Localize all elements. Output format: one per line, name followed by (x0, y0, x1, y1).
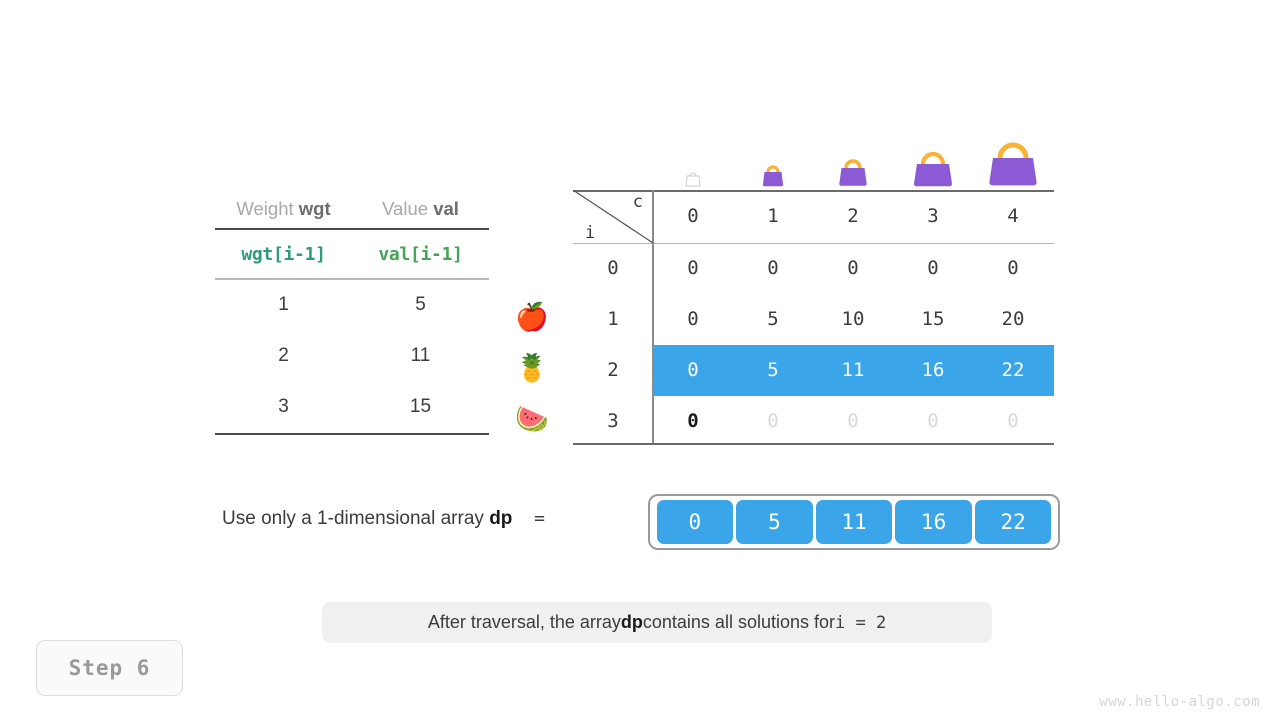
dp-col-axis-label: c (632, 192, 643, 212)
dp-corner-cell: c i (573, 190, 653, 243)
diagonal-line-icon (573, 190, 653, 243)
dp-cell-3-4: 0 (1007, 410, 1019, 432)
dp-cell-2-2: 11 (841, 359, 865, 381)
dp-cell-2-4: 22 (1001, 359, 1025, 381)
dp-cell-3-2: 0 (847, 410, 859, 432)
items-table-rule-top (215, 228, 489, 230)
step-badge: Step 6 (36, 640, 183, 696)
dp-cell-1-1: 5 (767, 308, 779, 330)
item-weight-2: 2 (278, 345, 289, 366)
dp-cell-1-0: 0 (687, 308, 699, 330)
bag-size-4-icon (973, 136, 1053, 188)
items-table: Weight wgt Value val wgt[i-1] val[i-1] 1… (215, 190, 489, 435)
dp-row-label-3: 3 (607, 410, 619, 432)
dp-array-cell-3: 16 (895, 500, 972, 544)
dp-table-rule-bottom (573, 443, 1054, 445)
dp-1d-array: 0 5 11 16 22 (648, 494, 1060, 550)
dp-cell-2-3: 16 (921, 359, 945, 381)
dp-cell-1-3: 15 (921, 308, 945, 330)
dp-row-label-0: 0 (607, 257, 619, 279)
dp-row-label-1: 1 (607, 308, 619, 330)
bag-size-0-icon (653, 168, 733, 188)
item-weight-3: 3 (278, 396, 289, 417)
dp-col-header-1: 1 (767, 205, 779, 227)
dp-cell-0-0: 0 (687, 257, 699, 279)
dp-table-rule-top (573, 190, 1054, 192)
array-label: Use only a 1-dimensional array dp = (222, 508, 545, 529)
dp-row-axis-label: i (585, 223, 596, 243)
dp-cell-0-1: 0 (767, 257, 779, 279)
items-header-weight: Weight wgt (236, 198, 331, 219)
dp-array-cell-4: 22 (974, 500, 1052, 544)
dp-row-label-2: 2 (607, 359, 619, 381)
dp-array-cell-2: 11 (815, 500, 893, 544)
dp-cell-3-3: 0 (927, 410, 939, 432)
dp-col-header-4: 4 (1007, 205, 1019, 227)
dp-cell-3-1: 0 (767, 410, 779, 432)
pineapple-icon: 🍍 (515, 353, 549, 383)
caption-banner: After traversal, the array dp contains a… (322, 602, 992, 643)
table-row: 2 11 (215, 331, 489, 382)
dp-col-header-3: 3 (927, 205, 939, 227)
dp-column-headers: 0 1 2 3 4 (653, 190, 1054, 243)
items-table-header-row: Weight wgt Value val (215, 190, 489, 228)
watermelon-icon: 🍉 (515, 404, 549, 434)
items-code-val: val[i-1] (378, 243, 463, 265)
item-value-2: 11 (410, 345, 431, 366)
dp-row-highlight-2 (653, 345, 1054, 396)
dp-array-cell-1: 5 (736, 500, 813, 544)
items-table-rule-mid (215, 278, 489, 280)
dp-col-header-0: 0 (687, 205, 699, 227)
dp-cell-2-1: 5 (767, 359, 779, 381)
items-code-wgt: wgt[i-1] (241, 243, 326, 265)
dp-table-rule-header (573, 243, 1054, 245)
dp-cell-3-0: 0 (687, 410, 699, 432)
bag-capacity-icons (653, 122, 1054, 188)
table-row: 3 15 (215, 382, 489, 433)
item-value-1: 5 (415, 294, 426, 315)
table-row: 1 5 (215, 280, 489, 331)
watermark: www.hello-algo.com (1099, 694, 1260, 710)
dp-cell-1-2: 10 (841, 308, 865, 330)
dp-cell-0-2: 0 (847, 257, 859, 279)
bag-size-2-icon (813, 154, 893, 188)
items-table-rule-bottom (215, 432, 489, 435)
dp-cell-0-3: 0 (927, 257, 939, 279)
dp-cell-1-4: 20 (1001, 308, 1025, 330)
item-value-3: 15 (409, 396, 432, 417)
dp-cell-0-4: 0 (1007, 257, 1019, 279)
items-table-code-row: wgt[i-1] val[i-1] (215, 230, 489, 278)
dp-array-cell-0: 0 (656, 500, 734, 544)
items-header-value: Value val (382, 198, 459, 219)
dp-cell-2-0: 0 (687, 359, 699, 381)
dp-col-header-2: 2 (847, 205, 859, 227)
bag-size-1-icon (733, 160, 813, 188)
dp-table-vertical-divider (652, 190, 654, 445)
apple-icon: 🍎 (515, 302, 549, 332)
item-weight-1: 1 (278, 294, 289, 315)
bag-size-3-icon (893, 146, 973, 188)
